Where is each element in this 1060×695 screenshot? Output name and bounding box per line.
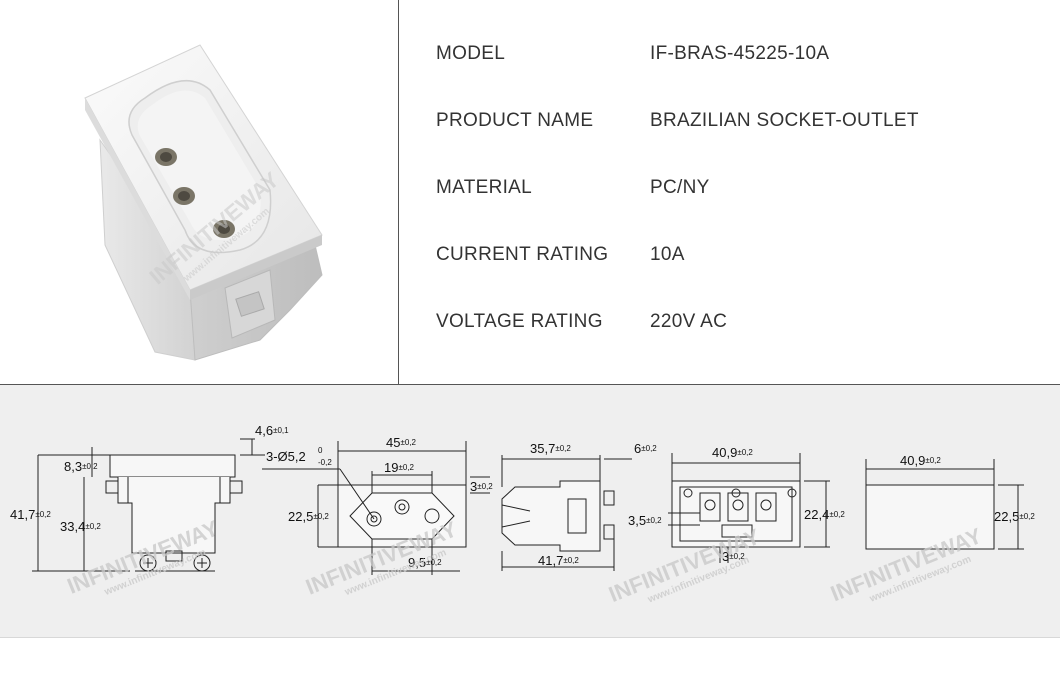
spec-label: CURRENT RATING bbox=[436, 244, 609, 265]
cutout-dim-1: 40,9 bbox=[900, 453, 925, 468]
svg-text:22,4±0,2: 22,4±0,2 bbox=[804, 507, 845, 522]
rear-view-drawing bbox=[668, 453, 830, 563]
spec-label: PRODUCT NAME bbox=[436, 110, 594, 131]
cutout-dim-1-tol: ±0,2 bbox=[925, 456, 941, 465]
svg-text:19±0,2: 19±0,2 bbox=[384, 460, 415, 475]
side-dim-2-tol: ±0,2 bbox=[82, 462, 98, 471]
side-dim-3-tol: ±0,2 bbox=[35, 510, 51, 519]
svg-text:45±0,2: 45±0,2 bbox=[386, 435, 417, 450]
rear-dim-3: 22,4 bbox=[804, 507, 829, 522]
product-photo: INFINITIVEWAY www.infinitiveway.com bbox=[84, 44, 323, 361]
svg-text:3-Ø5,2: 3-Ø5,2 bbox=[266, 449, 306, 464]
svg-text:4,6±0,1: 4,6±0,1 bbox=[255, 423, 289, 438]
svg-text:3,5±0,2: 3,5±0,2 bbox=[628, 513, 662, 528]
front-dim-5-tol: ±0,2 bbox=[426, 558, 442, 567]
svg-text:33,4±0,2: 33,4±0,2 bbox=[60, 519, 101, 534]
side-dim-4: 33,4 bbox=[60, 519, 85, 534]
side-dim-1: 4,6 bbox=[255, 423, 273, 438]
svg-text:3±0,2: 3±0,2 bbox=[722, 549, 745, 564]
spec-value: IF-BRAS-45225-10A bbox=[650, 43, 830, 64]
side-dim-2: 8,3 bbox=[64, 459, 82, 474]
svg-text:41,7±0,2: 41,7±0,2 bbox=[538, 553, 579, 568]
technical-drawings-panel: 4,6±0,1 8,3±0,2 41,7±0,2 33,4±0,2 3-Ø5,2… bbox=[0, 385, 1060, 638]
front-dim-5: 9,5 bbox=[408, 555, 426, 570]
spec-value: PC/NY bbox=[650, 177, 710, 198]
horizontal-divider bbox=[0, 384, 1060, 385]
cutout-dim-2: 22,5 bbox=[994, 509, 1019, 524]
side-dim-1-tol: ±0,1 bbox=[273, 426, 289, 435]
svg-text:40,9±0,2: 40,9±0,2 bbox=[712, 445, 753, 460]
front-dim-2: 19 bbox=[384, 460, 398, 475]
front-holes-dim: 3-Ø5,2 bbox=[266, 449, 306, 464]
rear-dim-1-tol: ±0,2 bbox=[737, 448, 753, 457]
svg-text:41,7±0,2: 41,7±0,2 bbox=[10, 507, 51, 522]
front-dim-4: 3 bbox=[470, 479, 477, 494]
front-dim-1: 45 bbox=[386, 435, 400, 450]
front-dim-3-tol: ±0,2 bbox=[313, 512, 329, 521]
cutout-view-drawing bbox=[865, 459, 1024, 550]
svg-text:8,3±0,2: 8,3±0,2 bbox=[64, 459, 98, 474]
svg-text:6±0,2: 6±0,2 bbox=[634, 441, 657, 456]
product-info-panel: INFINITIVEWAY www.infinitiveway.com MODE… bbox=[84, 43, 919, 361]
front-dim-1-tol: ±0,2 bbox=[400, 438, 416, 447]
rear-dim-4-tol: ±0,2 bbox=[729, 552, 745, 561]
svg-text:22,5±0,2: 22,5±0,2 bbox=[994, 509, 1035, 524]
side-dim-3: 41,7 bbox=[10, 507, 35, 522]
rear-dim-2: 3,5 bbox=[628, 513, 646, 528]
svg-text:22,5±0,2: 22,5±0,2 bbox=[288, 509, 329, 524]
spec-value: 10A bbox=[650, 244, 685, 265]
front-holes-tol-upper: 0 bbox=[318, 446, 323, 455]
front-dim-3: 22,5 bbox=[288, 509, 313, 524]
vertical-divider bbox=[398, 0, 399, 385]
spec-label: VOLTAGE RATING bbox=[436, 311, 603, 332]
front-holes-tol-lower: -0,2 bbox=[318, 458, 332, 467]
profile-dim-3: 41,7 bbox=[538, 553, 563, 568]
rear-dim-3-tol: ±0,2 bbox=[829, 510, 845, 519]
rear-dim-2-tol: ±0,2 bbox=[646, 516, 662, 525]
svg-text:40,9±0,2: 40,9±0,2 bbox=[900, 453, 941, 468]
side-view-drawing bbox=[32, 438, 265, 572]
spec-label: MATERIAL bbox=[436, 177, 533, 198]
svg-text:3±0,2: 3±0,2 bbox=[470, 479, 493, 494]
spec-value: BRAZILIAN SOCKET-OUTLET bbox=[650, 110, 919, 131]
profile-dim-1: 35,7 bbox=[530, 441, 555, 456]
front-view-drawing bbox=[262, 441, 490, 575]
rear-dim-1: 40,9 bbox=[712, 445, 737, 460]
front-dim-2-tol: ±0,2 bbox=[398, 463, 414, 472]
side-dim-4-tol: ±0,2 bbox=[85, 522, 101, 531]
profile-dim-3-tol: ±0,2 bbox=[563, 556, 579, 565]
cutout-dim-2-tol: ±0,2 bbox=[1019, 512, 1035, 521]
spec-value: 220V AC bbox=[650, 311, 728, 332]
svg-text:35,7±0,2: 35,7±0,2 bbox=[530, 441, 571, 456]
profile-view-drawing bbox=[501, 455, 632, 571]
svg-text:9,5±0,2: 9,5±0,2 bbox=[408, 555, 442, 570]
front-dim-4-tol: ±0,2 bbox=[477, 482, 493, 491]
spec-label: MODEL bbox=[436, 43, 506, 64]
technical-drawings: 4,6±0,1 8,3±0,2 41,7±0,2 33,4±0,2 3-Ø5,2… bbox=[10, 423, 1035, 607]
profile-dim-2-tol: ±0,2 bbox=[641, 444, 657, 453]
profile-dim-2: 6 bbox=[634, 441, 641, 456]
rear-dim-4: 3 bbox=[722, 549, 729, 564]
profile-dim-1-tol: ±0,2 bbox=[555, 444, 571, 453]
